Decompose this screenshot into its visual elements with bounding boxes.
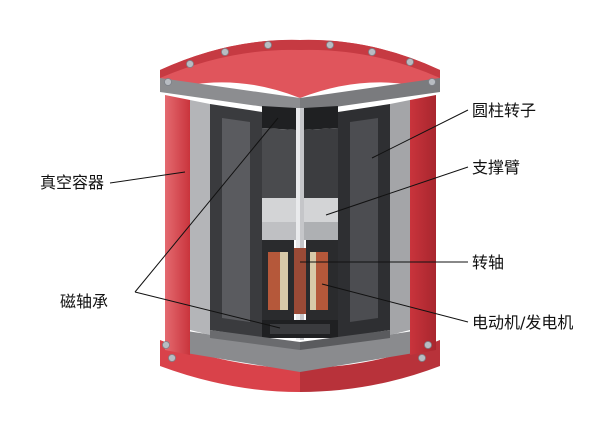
motor-winding-left <box>268 252 280 310</box>
motor-winding-left-inner <box>280 252 288 310</box>
label-vacuum-vessel: 真空容器 <box>40 173 105 192</box>
top-flange-section-left <box>160 78 300 112</box>
motor-winding-right-inner <box>310 252 316 310</box>
flange-bolts-top <box>164 41 436 86</box>
label-motor-generator: 电动机/发电机 <box>472 313 574 332</box>
magnetic-bearing-bottom-face <box>270 324 330 334</box>
vacuum-vessel <box>160 39 440 392</box>
support-arm-lower <box>262 222 296 240</box>
vessel-wall-left <box>165 95 190 355</box>
leader-vacuum-vessel <box>109 171 186 184</box>
support-arm-lower-r <box>304 222 338 240</box>
leader-magnetic-bearing-a <box>134 117 279 293</box>
vessel-wall-right <box>410 95 436 355</box>
magnetic-bearing-top-left <box>262 106 296 130</box>
rotor-magnet-center <box>294 248 306 314</box>
flange-bolts-bottom <box>162 341 432 362</box>
cylinder-rotor-left-face <box>222 118 250 322</box>
leader-support-arm <box>325 166 469 216</box>
label-cylinder-rotor: 圆柱转子 <box>472 101 537 120</box>
cutaway-section <box>190 100 410 350</box>
leader-magnetic-bearing-b <box>134 291 281 329</box>
inner-wall-right <box>390 100 410 335</box>
leader-lines <box>109 109 469 329</box>
motor-winding-right <box>316 252 328 310</box>
label-shaft: 转轴 <box>472 253 505 272</box>
leader-motor-generator <box>321 283 469 323</box>
support-arm-left <box>262 128 296 212</box>
magnetic-bearing-top-right <box>304 106 338 130</box>
label-magnetic-bearing: 磁轴承 <box>60 292 109 311</box>
inner-wall-left <box>190 100 210 335</box>
base-platform-right <box>300 330 390 350</box>
label-support-arm: 支撑臂 <box>472 158 521 177</box>
leader-cylinder-rotor <box>371 109 469 159</box>
base-platform-left <box>210 330 300 350</box>
support-arm-right <box>304 128 338 212</box>
top-flange-section-right <box>300 78 440 112</box>
cylinder-rotor-right-face <box>350 118 378 322</box>
